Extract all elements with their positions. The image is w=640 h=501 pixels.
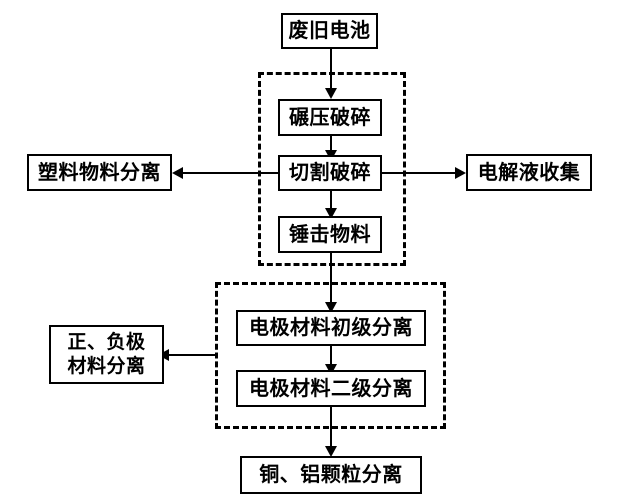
arrowhead-electrolyte-collect — [455, 167, 466, 179]
node-cut-crush-label: 切割破碎 — [289, 160, 371, 185]
node-electrolyte-collect[interactable]: 电解液收集 — [466, 154, 592, 191]
node-electrode-secondary[interactable]: 电极材料二级分离 — [236, 370, 426, 407]
edge-electrode-secondary-to-cu-al-separation — [330, 406, 332, 454]
edge-cut-crush-to-plastic-separation — [180, 172, 283, 174]
arrowhead-cu-al-separation — [325, 446, 337, 457]
node-pos-neg-separation[interactable]: 正、负极 材料分离 — [49, 325, 164, 384]
node-pos-neg-separation-label-line1: 正、负极 — [67, 330, 146, 353]
group-box-crushing-stage — [258, 72, 406, 266]
node-electrode-secondary-label: 电极材料二级分离 — [249, 375, 413, 400]
edge-electrode-primary-to-electrode-secondary — [330, 345, 332, 373]
arrowhead-roller-crush — [325, 88, 337, 99]
arrowhead-electrode-secondary — [325, 364, 337, 375]
node-plastic-separation[interactable]: 塑料物料分离 — [27, 154, 172, 191]
edge-waste-battery-to-roller-crush — [330, 48, 332, 95]
node-hammer-material-label: 锤击物料 — [289, 221, 371, 246]
node-hammer-material[interactable]: 锤击物料 — [278, 216, 382, 253]
arrowhead-plastic-separation — [172, 167, 183, 179]
node-pos-neg-separation-label-line2: 材料分离 — [67, 354, 146, 377]
edge-separation-stage-to-pos-neg-separation — [166, 354, 216, 356]
node-waste-battery[interactable]: 废旧电池 — [281, 13, 378, 49]
node-waste-battery-label: 废旧电池 — [288, 18, 371, 43]
arrowhead-hammer-material — [325, 208, 337, 219]
node-cut-crush[interactable]: 切割破碎 — [278, 155, 382, 191]
node-electrolyte-collect-label: 电解液收集 — [477, 159, 581, 184]
edge-cut-crush-to-electrolyte-collect — [379, 172, 459, 174]
node-roller-crush[interactable]: 碾压破碎 — [278, 99, 382, 136]
node-cu-al-separation[interactable]: 铜、铝颗粒分离 — [240, 456, 422, 494]
node-cu-al-separation-label: 铜、铝颗粒分离 — [259, 462, 403, 487]
node-electrode-primary-label: 电极材料初级分离 — [249, 315, 413, 340]
arrowhead-electrode-primary — [325, 302, 337, 313]
edge-hammer-material-to-electrode-primary — [330, 252, 332, 308]
node-plastic-separation-label: 塑料物料分离 — [38, 159, 161, 184]
node-roller-crush-label: 碾压破碎 — [289, 104, 371, 129]
edge-roller-crush-to-cut-crush — [330, 135, 332, 160]
node-electrode-primary[interactable]: 电极材料初级分离 — [236, 310, 426, 346]
edge-cut-crush-to-hammer-material — [330, 190, 332, 218]
